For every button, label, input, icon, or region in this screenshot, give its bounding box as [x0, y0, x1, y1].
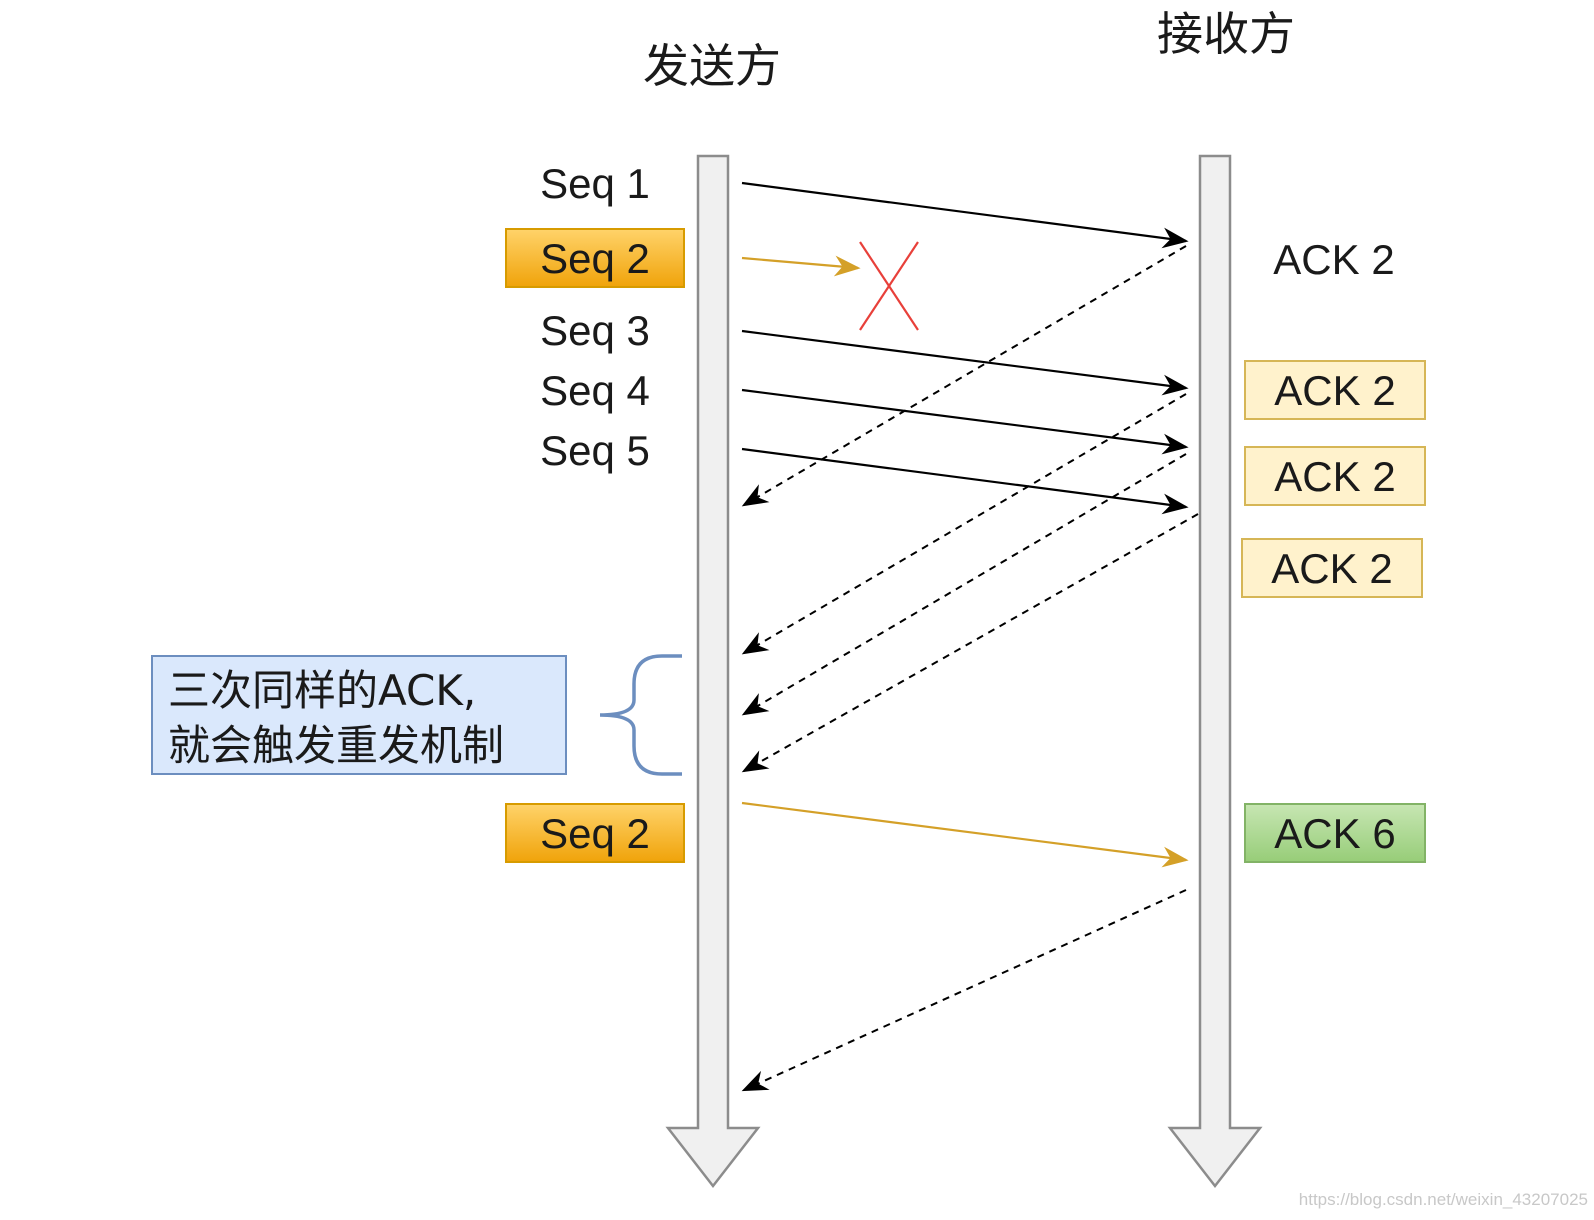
receiver-title: 接收方 — [1157, 7, 1295, 61]
seq4-arrow — [741, 388, 1189, 455]
note-line-2: 就会触发重发机制 — [168, 721, 504, 770]
ack-arrow-3 — [741, 453, 1187, 716]
sender-timeline — [665, 154, 761, 1189]
ack-box-3 — [1244, 446, 1426, 506]
ack-final-box — [1244, 803, 1426, 863]
watermark: https://blog.csdn.net/weixin_43207025 — [1299, 1190, 1588, 1209]
receiver-timeline — [1167, 154, 1263, 1189]
ack-label-5: ACK 6 — [1274, 810, 1395, 857]
ack-box-4 — [1241, 538, 1423, 598]
seq1-arrow — [741, 181, 1189, 249]
seq4-label: Seq 4 — [540, 367, 650, 414]
seq5-label: Seq 5 — [540, 427, 650, 474]
ack-label-4: ACK 2 — [1271, 545, 1392, 592]
ack-arrow-5 — [741, 889, 1187, 1092]
seq2-retransmit-arrow — [741, 801, 1189, 868]
ack-arrow-2 — [741, 393, 1187, 655]
seq2-lost-arrow — [741, 255, 861, 277]
note-line-1: 三次同样的ACK, — [168, 666, 476, 715]
note-box — [151, 655, 567, 775]
seq2-label: Seq 2 — [540, 235, 650, 282]
curly-brace — [599, 654, 682, 776]
seq2-retransmit-highlight-box — [505, 803, 685, 863]
ack-box-2 — [1244, 360, 1426, 420]
seq5-arrow — [741, 447, 1189, 515]
ack-label-1: ACK 2 — [1273, 236, 1394, 283]
ack-arrow-1 — [741, 245, 1187, 507]
ack-label-3: ACK 2 — [1274, 453, 1395, 500]
ack-label-2: ACK 2 — [1274, 367, 1395, 414]
packet-loss-x-icon — [859, 241, 919, 331]
ack-arrow-4 — [741, 513, 1199, 773]
sender-title: 发送方 — [643, 39, 781, 93]
seq2-highlight-box — [505, 228, 685, 288]
seq1-label: Seq 1 — [540, 160, 650, 207]
seq2-retransmit-label: Seq 2 — [540, 810, 650, 857]
seq3-label: Seq 3 — [540, 307, 650, 354]
seq3-arrow — [741, 329, 1189, 396]
